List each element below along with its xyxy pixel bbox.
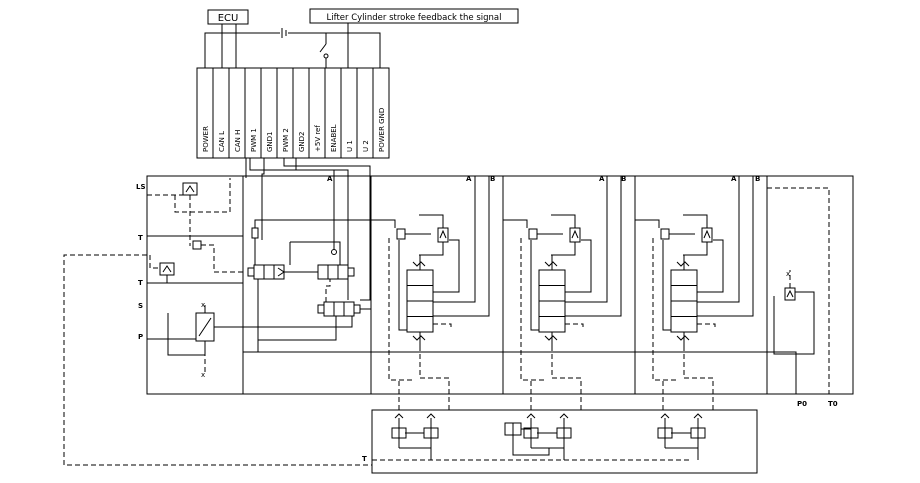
pilot-block (371, 409, 758, 474)
work-section (371, 176, 490, 410)
connector-pin: CAN H (228, 67, 246, 159)
port-b-sec2: B (490, 175, 495, 183)
end-section: x (773, 270, 815, 355)
pilot-valve (523, 413, 539, 448)
pin-label: +5V ref (314, 125, 322, 152)
connector-pin: CAN L (212, 67, 230, 159)
port-t0: T0 (828, 400, 838, 408)
port-a-sec2: A (466, 175, 472, 183)
connector-pin: POWER GND (372, 67, 390, 159)
connector-pin: GND2 (292, 67, 310, 159)
svg-text:x: x (201, 371, 205, 379)
connector-to-valve-wiring (245, 158, 371, 301)
work-sections (371, 176, 754, 410)
pin-label: POWER (202, 126, 210, 152)
port-a-inlet: A (327, 175, 333, 183)
inlet-section: x x (147, 178, 243, 379)
port-p: P (138, 333, 143, 341)
connector-pin: U 2 (356, 67, 374, 159)
port-a-sec4: A (731, 175, 737, 183)
work-section (503, 176, 622, 410)
work-section (635, 176, 754, 410)
pin-label: U 1 (346, 140, 354, 152)
port-b-sec4: B (755, 175, 760, 183)
tank-return-loop (63, 254, 690, 466)
port-p0: P0 (797, 400, 807, 408)
port-b-sec3: B (621, 175, 626, 183)
pilot-valve (391, 413, 407, 448)
connector-pin: U 1 (340, 67, 358, 159)
pilot-valves (391, 413, 706, 460)
svg-text:x: x (786, 270, 790, 278)
port-s: S (138, 302, 143, 310)
port-ls: LS (136, 183, 146, 191)
connector-pin: ENABEL (324, 67, 342, 159)
valve-body (146, 175, 854, 395)
pilot-valve-lines (399, 432, 699, 460)
pin-label: PWM 2 (282, 128, 290, 152)
feedback-label: Lifter Cylinder stroke feedback the sign… (327, 13, 502, 23)
ecu-label: ECU (218, 13, 239, 24)
svg-text:x: x (201, 301, 205, 309)
main-lines (242, 187, 830, 394)
connector-pin: PWM 2 (276, 67, 294, 159)
connector-pin: POWER (196, 67, 214, 159)
pilot-valve (690, 413, 706, 448)
pilot-valve (556, 413, 572, 448)
pin-label: GND2 (298, 131, 306, 152)
port-t-upper: T (138, 234, 143, 242)
pin-label: PWM 1 (250, 128, 258, 152)
pin-label: U 2 (362, 140, 370, 152)
feedback-signal-box: Lifter Cylinder stroke feedback the sign… (309, 8, 519, 24)
connector-pins: POWER CAN L CAN H PWM 1 GND1 PWM 2 GND2 +5V ref… (196, 67, 390, 159)
ecu-wiring (204, 23, 381, 68)
shuttle-valve (504, 422, 550, 456)
ecu-box: ECU (207, 9, 249, 25)
pin-label: POWER GND (378, 108, 386, 152)
pin-label: CAN L (218, 131, 226, 152)
port-t-bottom: T (362, 455, 367, 463)
pilot-section (243, 219, 371, 341)
pin-label: CAN H (234, 130, 242, 152)
connector-pin: PWM 1 (244, 67, 262, 159)
pilot-valve (423, 413, 439, 448)
pilot-valve (657, 413, 673, 448)
pin-label: ENABEL (330, 124, 338, 152)
port-labels: LS T T S P A A B A B A B P0 T0 T (136, 175, 838, 463)
connector-pin: GND1 (260, 67, 278, 159)
pin-label: GND1 (266, 131, 274, 152)
port-a-sec3: A (599, 175, 605, 183)
port-t-lower: T (138, 279, 143, 287)
connector-pin: +5V ref (308, 67, 326, 159)
